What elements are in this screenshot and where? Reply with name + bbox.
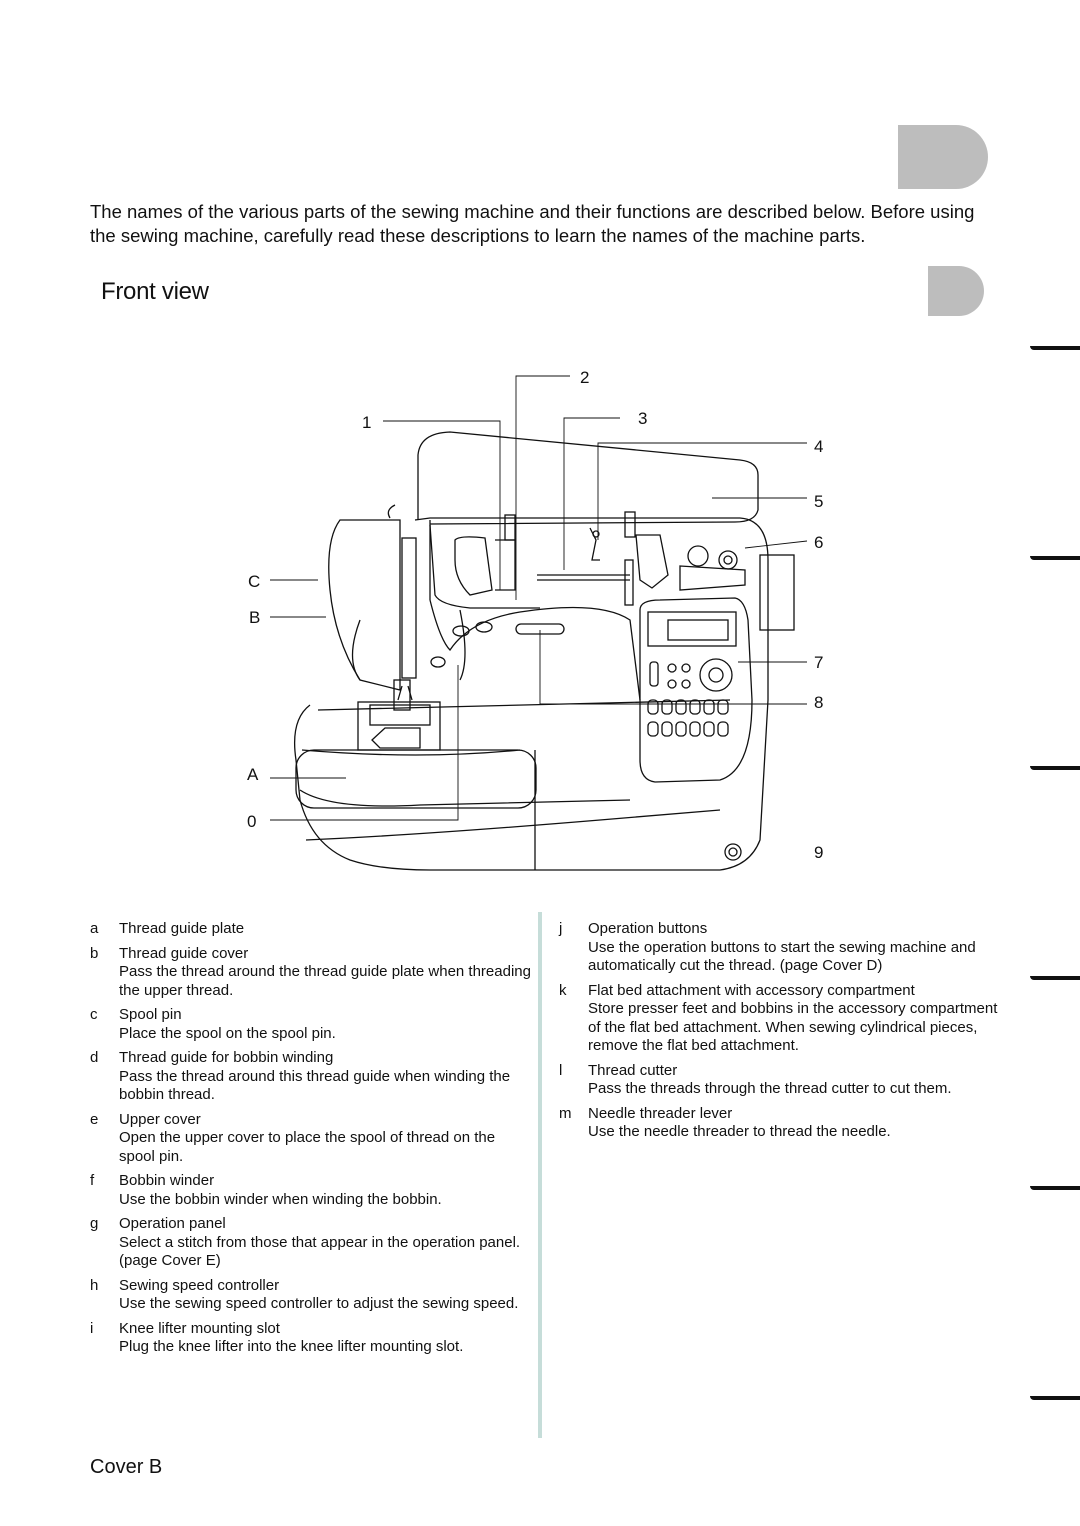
part-name: Knee lifter mounting slot — [119, 1319, 280, 1337]
part-key: b — [90, 944, 99, 962]
callout-1: 1 — [362, 413, 371, 432]
part-item: k Flat bed attachment with accessory comp… — [559, 982, 999, 1056]
part-key: j — [559, 920, 563, 937]
part-description: Use the sewing speed controller to adjus… — [119, 1295, 519, 1312]
part-name: Flat bed attachment with accessory compa… — [588, 981, 915, 999]
sewing-machine-diagram: 1 2 3 4 5 6 7 8 9 0 A B C — [247, 368, 823, 871]
callout-4: 4 — [814, 437, 823, 456]
part-description: Select a stitch from those that appear i… — [119, 1233, 521, 1270]
callout-0: 0 — [247, 812, 256, 831]
index-tab-marker — [1030, 1396, 1080, 1400]
part-key: m — [559, 1104, 572, 1122]
part-description: Use the needle threader to thread the ne… — [588, 1123, 891, 1140]
part-key: h — [90, 1276, 99, 1294]
callout-6: 6 — [814, 533, 823, 552]
part-key: c — [90, 1006, 98, 1023]
column-divider — [538, 912, 542, 1438]
part-key: a — [90, 920, 99, 937]
part-name: Thread guide cover — [119, 944, 249, 962]
index-tab-marker — [1030, 346, 1080, 350]
callout-5: 5 — [814, 492, 823, 511]
part-name: Operation panel — [119, 1215, 226, 1232]
part-description: Plug the knee lifter into the knee lifte… — [119, 1338, 464, 1355]
part-key: i — [90, 1319, 94, 1337]
decorative-tab-shape — [898, 125, 988, 189]
callout-7: 7 — [814, 653, 823, 672]
callout-B: B — [249, 608, 260, 627]
part-description: Store presser feet and bobbins in the ac… — [588, 1000, 998, 1054]
part-description: Place the spool on the spool pin. — [119, 1024, 336, 1042]
part-description: Use the bobbin winder when winding the b… — [119, 1190, 442, 1208]
intro-paragraph: The names of the various parts of the se… — [90, 201, 975, 246]
part-name: Thread guide plate — [119, 920, 245, 937]
part-name: Operation buttons — [588, 920, 708, 937]
part-name: Bobbin winder — [119, 1172, 215, 1189]
part-name: Thread cutter — [588, 1061, 678, 1079]
callout-C: C — [248, 572, 260, 591]
index-tab-marker — [1030, 976, 1080, 980]
callout-9: 9 — [814, 843, 823, 862]
part-description: Use the operation buttons to start the s… — [588, 938, 976, 975]
index-tab-marker — [1030, 556, 1080, 560]
part-item: a Thread guide plate — [90, 920, 535, 939]
part-description: Open the upper cover to place the spool … — [119, 1129, 496, 1165]
callout-8: 8 — [814, 693, 823, 712]
part-name: Thread guide for bobbin winding — [119, 1049, 334, 1066]
callout-2: 2 — [580, 368, 589, 387]
section-title: Front view — [101, 278, 209, 305]
part-key: d — [90, 1049, 99, 1066]
part-name: Needle threader lever — [588, 1104, 733, 1122]
part-name: Sewing speed controller — [119, 1276, 280, 1294]
part-key: g — [90, 1215, 99, 1232]
part-key: f — [90, 1172, 95, 1189]
callout-3: 3 — [638, 409, 647, 428]
part-name: Upper cover — [119, 1110, 201, 1128]
part-description: Pass the thread around the thread guide … — [119, 963, 531, 999]
part-name: Spool pin — [119, 1006, 182, 1023]
part-key: k — [559, 981, 567, 999]
callout-A: A — [247, 765, 259, 784]
page-footer-label: Cover B — [90, 1456, 163, 1478]
part-key: e — [90, 1110, 99, 1128]
decorative-tab-shape — [928, 266, 984, 316]
part-description: Pass the threads through the thread cutt… — [588, 1080, 952, 1097]
index-tab-marker — [1030, 1186, 1080, 1190]
index-tab-marker — [1030, 766, 1080, 770]
part-description: Pass the thread around this thread guide… — [119, 1067, 511, 1104]
part-key: l — [559, 1061, 563, 1079]
